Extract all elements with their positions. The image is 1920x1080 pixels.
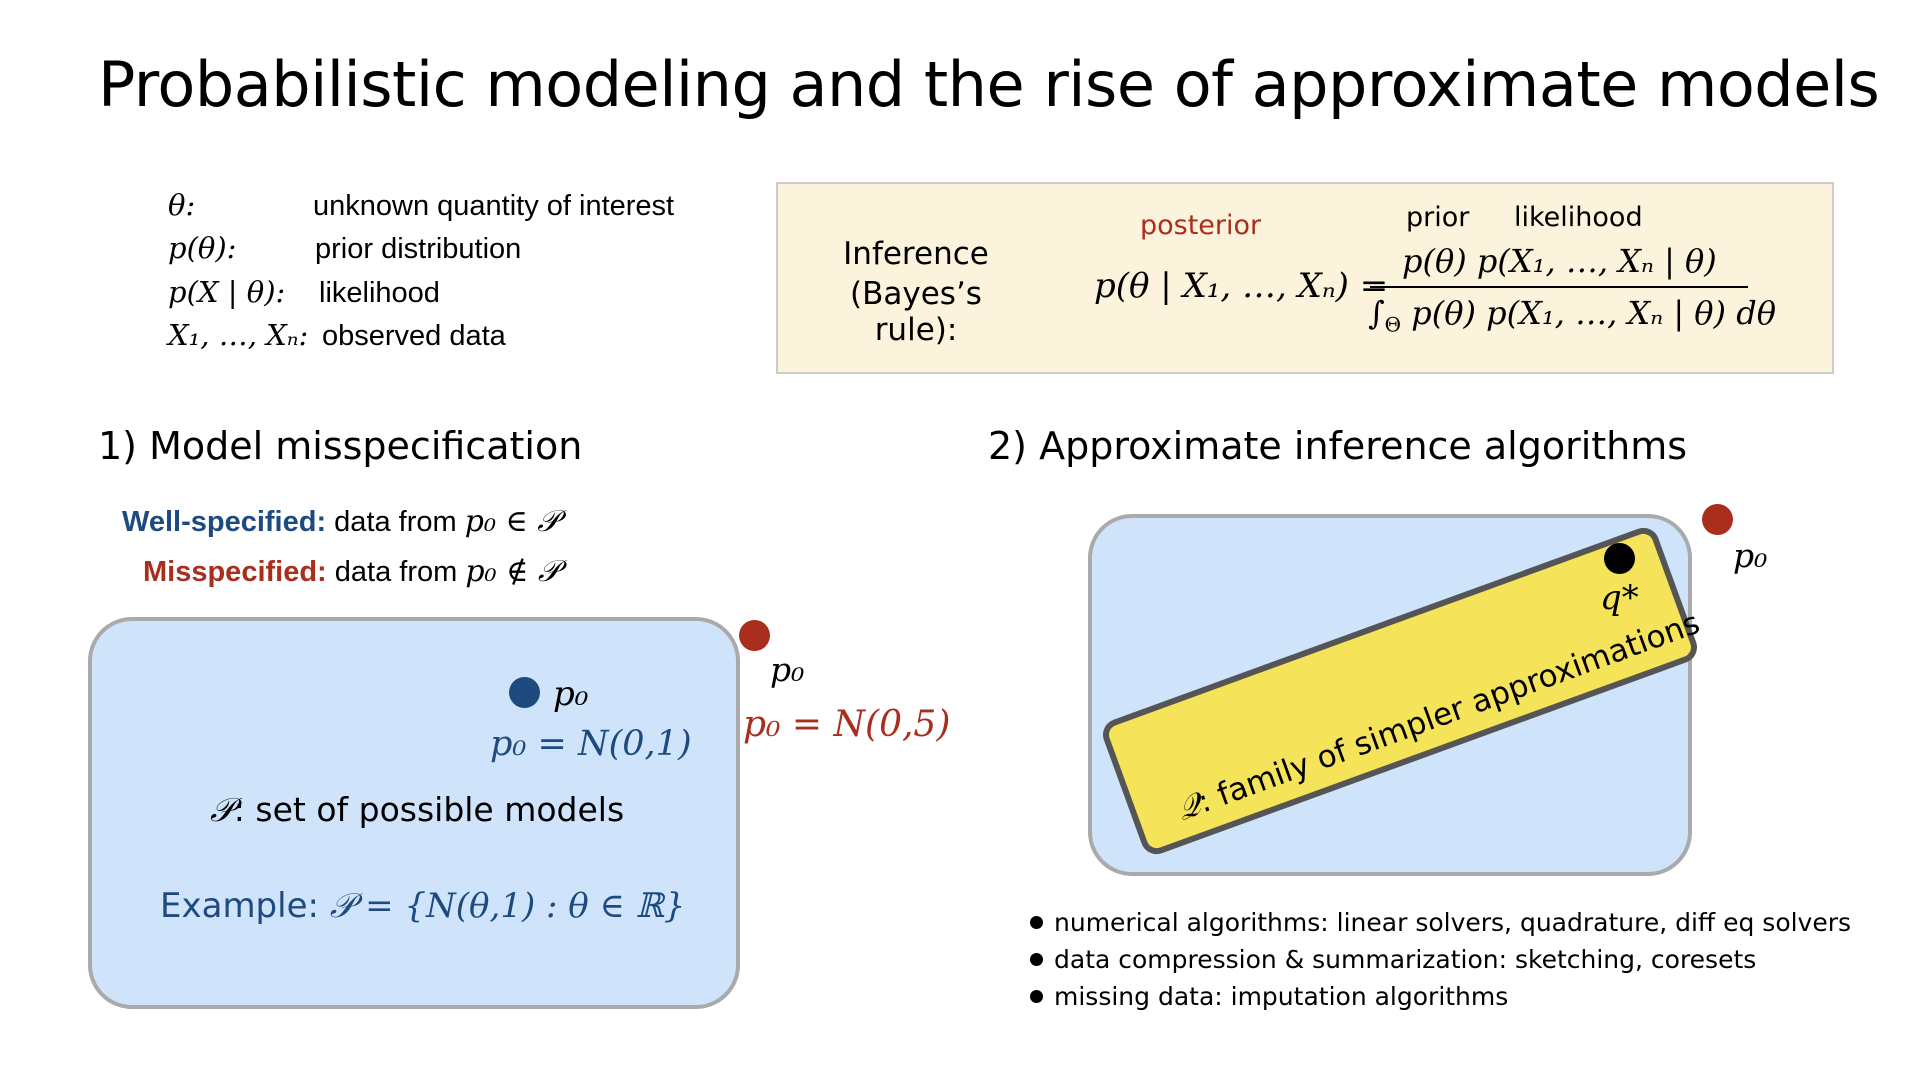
- page-title: Probabilistic modeling and the rise of a…: [98, 48, 1880, 121]
- p0-inner-label: p₀: [553, 674, 589, 714]
- bayes-denominator: ∫Θ p(θ) p(X₁, …, Xₙ | θ) dθ: [1368, 294, 1776, 336]
- p0-outer-label: p₀: [770, 650, 805, 689]
- bullet-text: numerical algorithms: linear solvers, qu…: [1054, 908, 1852, 937]
- def-symbol-theta: θ:: [168, 188, 196, 222]
- set-description-text: : set of possible models: [233, 790, 625, 829]
- def-symbol-data: X₁, …, Xₙ:: [168, 318, 309, 352]
- list-item: missing data: imputation algorithms: [1030, 978, 1851, 1015]
- well-specified-math: p₀ ∈ 𝒫: [464, 504, 559, 539]
- bayes-label: Inference (Bayes’s rule):: [806, 236, 1026, 348]
- bayes-label-line1: Inference: [843, 236, 989, 272]
- def-text-likelihood: likelihood: [319, 277, 440, 309]
- misspecified-text: data from: [326, 556, 466, 588]
- posterior-label: posterior: [1140, 210, 1262, 241]
- bayes-lhs: p(θ | X₁, …, Xₙ) =: [1094, 266, 1389, 306]
- section2-heading: 2) Approximate inference algorithms: [988, 424, 1688, 468]
- q-star-label: q*: [1600, 578, 1639, 618]
- bayes-numerator: p(θ) p(X₁, …, Xₙ | θ): [1402, 242, 1717, 280]
- bullet-icon: [1030, 990, 1043, 1003]
- integral-domain: Θ: [1384, 312, 1402, 337]
- p0-inner-equation: p₀ = N(0,1): [490, 724, 692, 764]
- likelihood-label: likelihood: [1514, 202, 1643, 233]
- def-text-theta: unknown quantity of interest: [313, 190, 675, 222]
- p0-blue-dot: [509, 677, 540, 708]
- bullet-text: data compression & summarization: sketch…: [1054, 945, 1757, 974]
- list-item: data compression & summarization: sketch…: [1030, 941, 1851, 978]
- q-star-dot: [1604, 543, 1635, 574]
- bullet-text: missing data: imputation algorithms: [1054, 982, 1509, 1011]
- bayes-denominator-body: p(θ) p(X₁, …, Xₙ | θ) dθ: [1401, 294, 1776, 332]
- example-math: 𝒫 = {N(θ,1) : θ ∈ ℝ}: [329, 886, 686, 926]
- bullet-icon: [1030, 916, 1043, 929]
- misspecified-label: Misspecified:: [143, 556, 327, 588]
- well-specified-text: data from: [326, 506, 465, 538]
- set-symbol: 𝒫: [210, 790, 234, 829]
- set-description: 𝒫: set of possible models: [210, 790, 624, 830]
- example-prefix: Example:: [160, 886, 330, 926]
- list-item: numerical algorithms: linear solvers, qu…: [1030, 904, 1851, 941]
- bullet-icon: [1030, 953, 1043, 966]
- approx-bullet-list: numerical algorithms: linear solvers, qu…: [1030, 904, 1851, 1015]
- section1-heading: 1) Model misspecification: [98, 424, 583, 468]
- def-symbol-likelihood: p(X | θ):: [168, 275, 286, 309]
- definitions-list: θ: unknown quantity of interest p(θ): pr…: [168, 188, 728, 368]
- def-symbol-prior: p(θ):: [168, 231, 237, 265]
- misspecified-line: Misspecified: data from p₀ ∉ 𝒫: [143, 554, 559, 589]
- well-specified-label: Well-specified:: [122, 506, 327, 538]
- p0-outer-label-2: p₀: [1733, 536, 1768, 575]
- prior-label: prior: [1406, 202, 1470, 233]
- misspecified-math: p₀ ∉ 𝒫: [465, 554, 560, 589]
- def-text-data: observed data: [322, 320, 506, 352]
- bayes-label-line2: (Bayes’s rule):: [850, 276, 982, 348]
- fraction-bar: [1370, 286, 1748, 288]
- example-line: Example: 𝒫 = {N(θ,1) : θ ∈ ℝ}: [160, 886, 685, 926]
- bayes-rule-box: Inference (Bayes’s rule): posterior prio…: [776, 182, 1834, 374]
- p0-outer-equation: p₀ = N(0,5): [743, 704, 951, 745]
- p0-red-dot: [739, 620, 770, 651]
- well-specified-line: Well-specified: data from p₀ ∈ 𝒫: [122, 504, 559, 539]
- model-set-box: [88, 617, 740, 1009]
- def-text-prior: prior distribution: [315, 233, 522, 265]
- p0-red-dot-2: [1702, 504, 1733, 535]
- integral-sign: ∫: [1368, 294, 1385, 332]
